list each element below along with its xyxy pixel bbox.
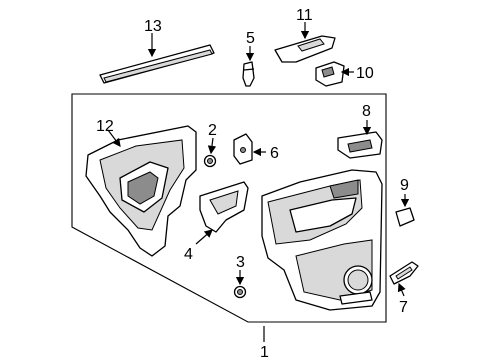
part-10-window-switch bbox=[315, 61, 354, 87]
part-5-retainer-clip bbox=[242, 46, 255, 87]
part-13-belt-molding bbox=[99, 33, 215, 84]
part-8-switch-bezel bbox=[337, 120, 383, 159]
callout-8: 8 bbox=[362, 103, 371, 120]
door-trim-panel bbox=[261, 169, 383, 311]
callout-6: 6 bbox=[270, 145, 279, 162]
callout-13: 13 bbox=[144, 18, 162, 35]
part-6-bracket bbox=[233, 133, 266, 165]
part-2-push-retainer bbox=[203, 137, 217, 168]
assembly-frame bbox=[71, 93, 387, 323]
part-9-trim-cap bbox=[395, 194, 415, 227]
part-4-reinforcement bbox=[195, 181, 249, 245]
callout-7: 7 bbox=[399, 299, 408, 316]
callout-5: 5 bbox=[246, 30, 255, 47]
callout-2: 2 bbox=[208, 122, 217, 139]
callout-3: 3 bbox=[236, 254, 245, 271]
part-12-trim-carrier bbox=[85, 125, 197, 257]
callout-9: 9 bbox=[400, 177, 409, 194]
callout-1: 1 bbox=[260, 344, 269, 360]
part-3-push-retainer bbox=[233, 270, 247, 299]
part-11-switch-bezel bbox=[274, 22, 336, 63]
callout-4: 4 bbox=[184, 246, 193, 263]
callout-12: 12 bbox=[96, 118, 114, 135]
callout-11: 11 bbox=[296, 7, 313, 24]
part-7-courtesy-lamp bbox=[389, 261, 419, 297]
callout-10: 10 bbox=[356, 65, 374, 82]
